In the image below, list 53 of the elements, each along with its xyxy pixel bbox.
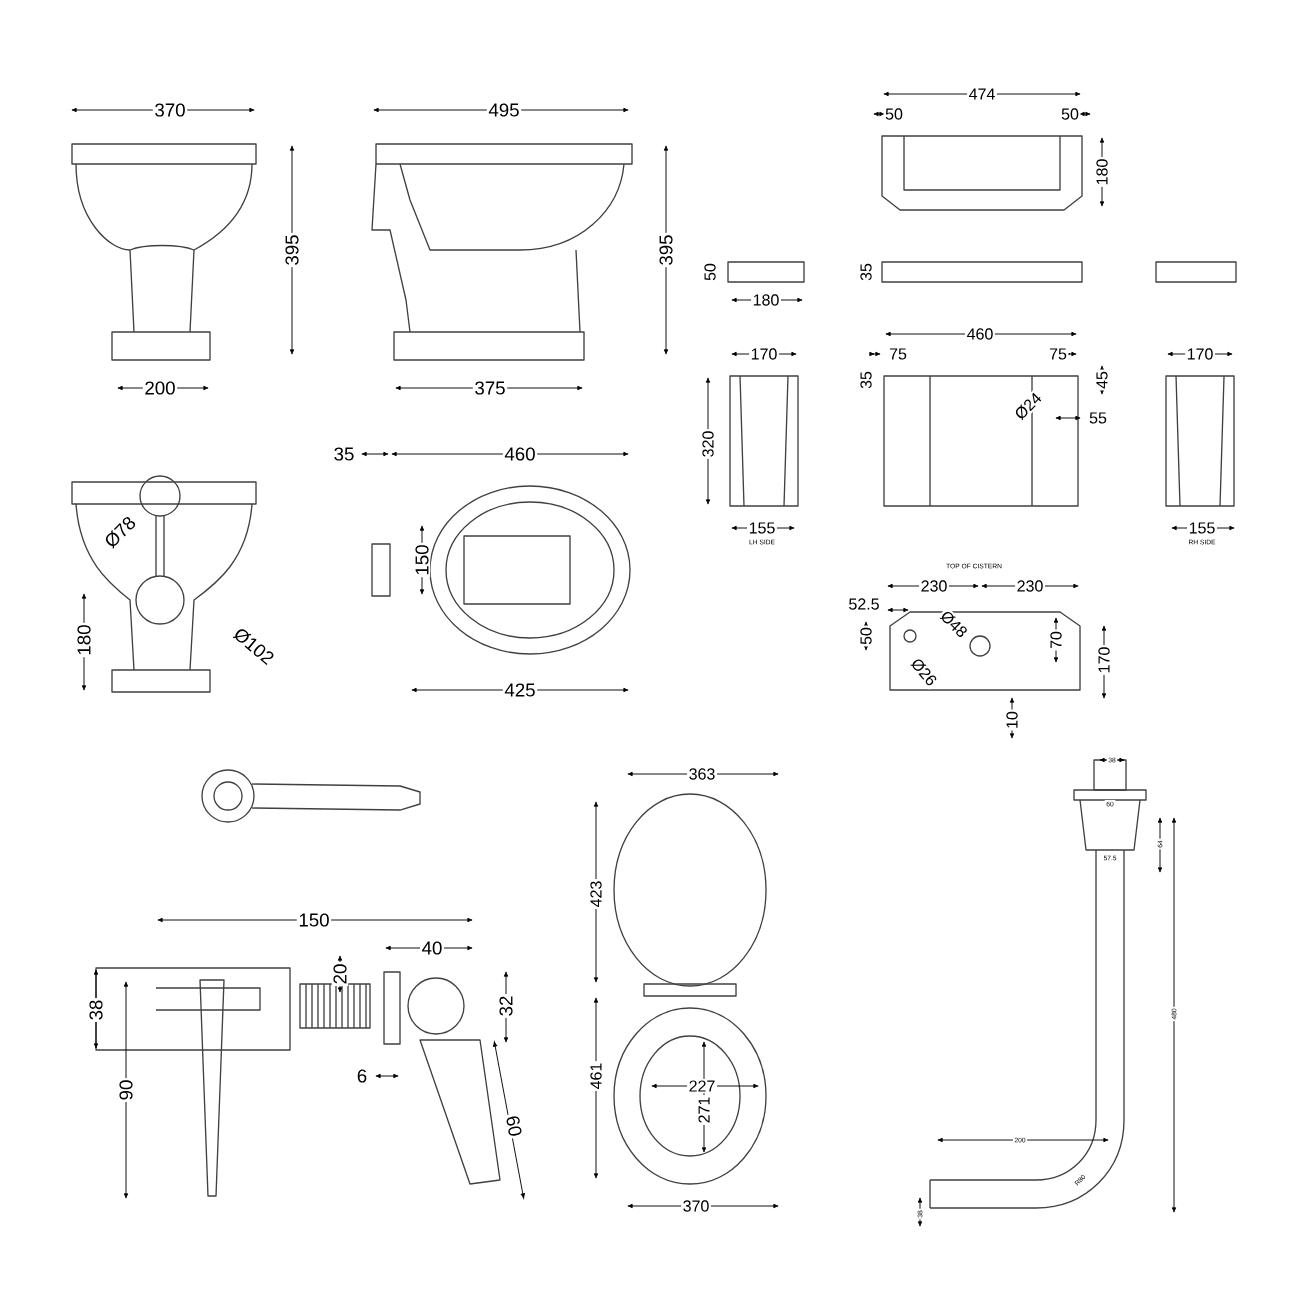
dimension-label: 170 (749, 346, 779, 362)
dimension-label: 375 (472, 379, 508, 397)
dimension-label: 230 (919, 578, 949, 594)
dimension-label: 45 (1094, 369, 1110, 391)
dimension-label: 90 (117, 1078, 135, 1102)
dimension-label: 40 (420, 939, 444, 957)
dimension-label: 170 (1185, 346, 1215, 362)
dimension-label: 363 (687, 766, 717, 782)
dimension-label: 461 (588, 1061, 604, 1091)
dimension-label: 227 (687, 1078, 717, 1094)
dimension-label: 32 (497, 994, 515, 1018)
dimension-label: 50 (1059, 106, 1081, 122)
dimension-label: 180 (1094, 157, 1110, 187)
dimension-label: 6 (355, 1067, 369, 1085)
dimension-label: 370 (152, 101, 188, 119)
dimension-label: 35 (858, 369, 874, 391)
dimension-label: 320 (700, 429, 716, 459)
dimension-label: 50 (858, 625, 874, 647)
dimension-label: Ø24 (1010, 388, 1046, 424)
dimension-label: 35 (858, 261, 874, 283)
dimension-label: 180 (75, 622, 93, 658)
dimension-label: 150 (296, 911, 332, 929)
dimension-label: Ø26 (907, 654, 941, 690)
dimension-label: 38 (87, 998, 105, 1022)
dimension-label: 395 (283, 232, 301, 268)
dimension-label: Ø48 (936, 606, 972, 642)
dimension-label: 460 (502, 445, 538, 463)
dimension-label: 10 (1004, 709, 1020, 731)
dimension-label: 50 (702, 261, 718, 283)
dimension-label: 460 (965, 326, 995, 342)
dimension-label: 495 (486, 101, 522, 119)
dimension-label: 370 (681, 1198, 711, 1214)
dimension-label: 170 (1096, 645, 1112, 675)
dimension-label: 75 (887, 346, 909, 362)
dimension-label: 52.5 (846, 596, 882, 612)
dimension-label: 425 (502, 681, 538, 699)
dimension-label: 75 (1047, 346, 1069, 362)
dimension-label: 200 (142, 379, 178, 397)
dimension-label: 60 (503, 1112, 525, 1140)
dimension-label: 35 (332, 445, 356, 463)
dimension-label: 423 (588, 879, 604, 909)
dimension-label: 70 (1048, 629, 1064, 651)
dimension-label: 20 (331, 962, 349, 986)
dimension-label: 155 (747, 520, 777, 536)
dimension-label: 55 (1087, 410, 1109, 426)
dimension-label: 395 (657, 232, 675, 268)
dimension-label: 150 (413, 542, 431, 578)
dimension-label: 155 (1187, 520, 1217, 536)
dimension-label: 230 (1015, 578, 1045, 594)
dimension-label: 474 (967, 86, 997, 102)
dimension-label: 50 (883, 106, 905, 122)
dimension-label: 180 (751, 292, 781, 308)
dimension-label: 271 (696, 1095, 712, 1125)
